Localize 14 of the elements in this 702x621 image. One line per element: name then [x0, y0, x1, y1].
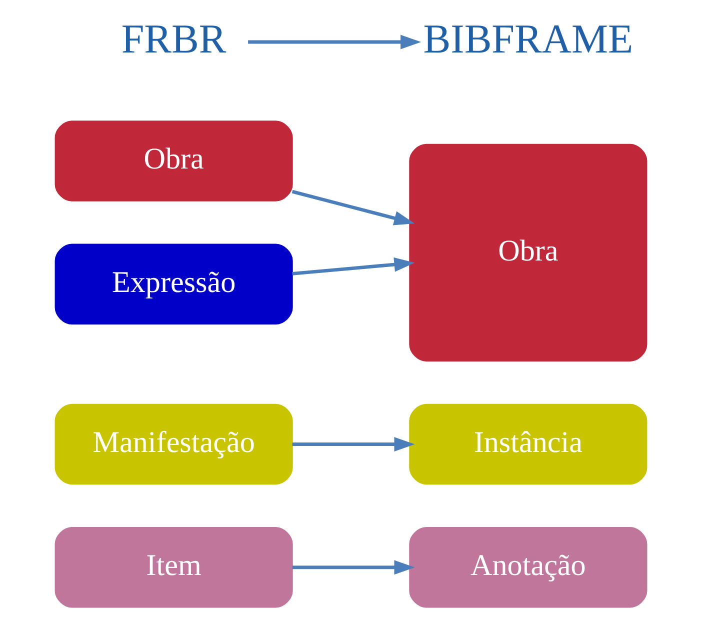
node-box: Manifestação [54, 404, 293, 485]
node-box: Item [54, 527, 293, 608]
node-text: BIBFRAME [423, 15, 634, 62]
node-box: Obra [54, 120, 293, 202]
arrow [292, 437, 415, 452]
node-box: Instância [409, 404, 648, 485]
node-box: Expressão [54, 244, 293, 325]
node-text: FRBR [121, 15, 226, 62]
node-box: Anotação [409, 527, 648, 608]
arrow [248, 34, 422, 50]
node-box: Obra [409, 144, 648, 362]
arrow [292, 257, 415, 276]
arrow [292, 560, 415, 575]
arrow [292, 190, 415, 226]
